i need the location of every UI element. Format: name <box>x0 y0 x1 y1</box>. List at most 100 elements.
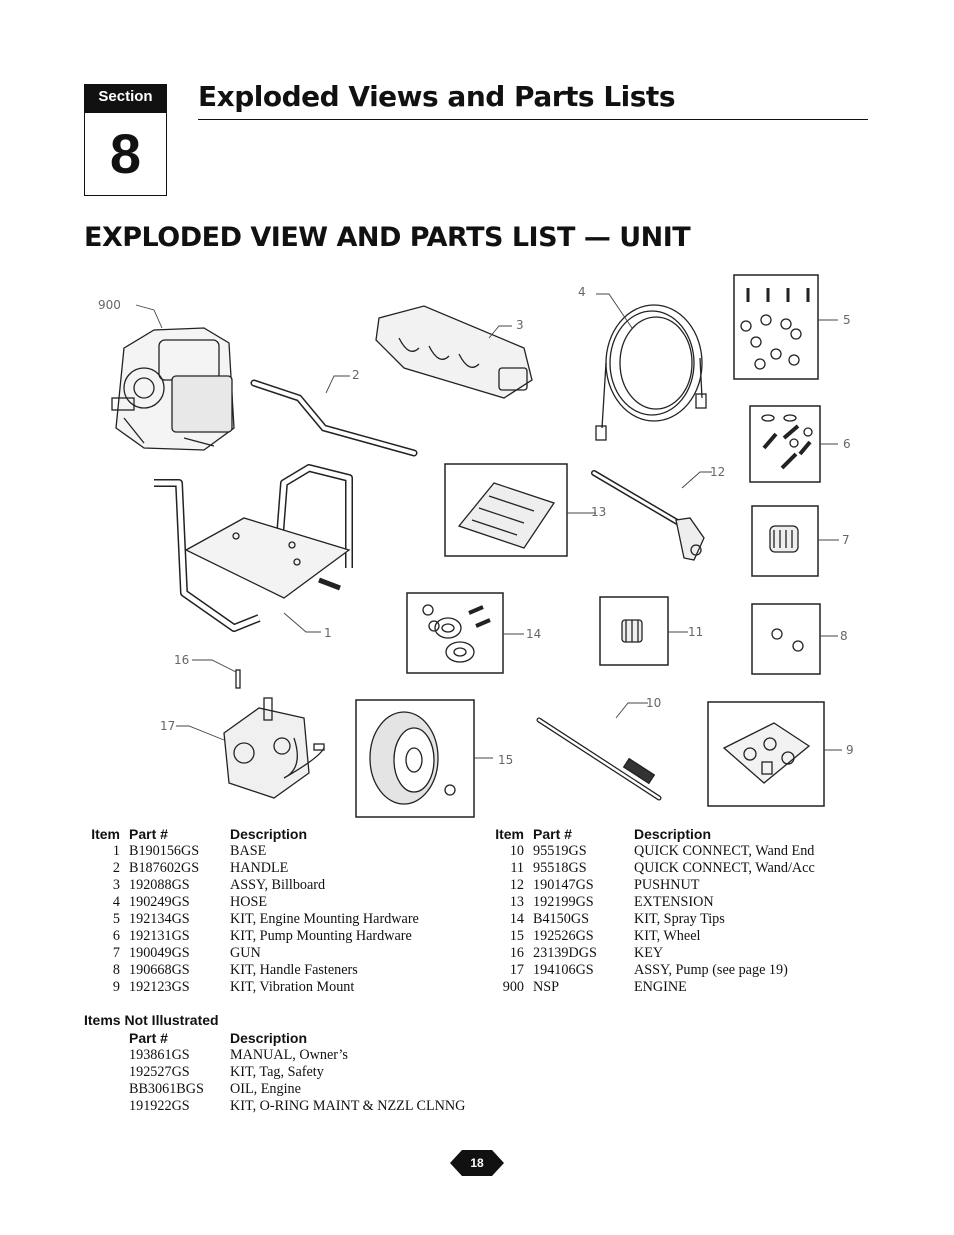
part-description: EXTENSION <box>634 894 714 910</box>
part-description: HANDLE <box>230 860 289 876</box>
part-number: 190049GS <box>129 945 190 961</box>
item-number: 16 <box>509 945 524 961</box>
part-description: KIT, Vibration Mount <box>230 979 355 995</box>
item-number: 900 <box>502 979 524 995</box>
part-number: 190147GS <box>533 877 594 893</box>
pushnut-lance-illustration <box>591 470 705 561</box>
part-description: ENGINE <box>634 979 687 995</box>
callout-8: 8 <box>840 629 848 643</box>
header-description: Description <box>634 826 712 842</box>
extension-illustration <box>457 482 556 549</box>
engine-illustration <box>111 327 235 451</box>
pump-assembly-illustration <box>223 697 325 799</box>
table-row: 2 B187602GS HANDLE <box>84 860 474 877</box>
callout-13: 13 <box>591 505 606 519</box>
item-number: 4 <box>112 894 120 910</box>
page-number-badge <box>450 1150 504 1176</box>
billboard-illustration <box>375 305 533 399</box>
item-number: 15 <box>509 928 524 944</box>
table-row: 900 NSP ENGINE <box>488 979 868 996</box>
parts-table-right: Item Part # Description 10 95519GS QUICK C… <box>488 826 868 996</box>
key-illustration <box>235 669 241 689</box>
item-number: 8 <box>112 962 120 978</box>
item-number: 2 <box>112 860 120 876</box>
part-description: ASSY, Billboard <box>230 877 326 893</box>
item-number: 10 <box>509 843 524 859</box>
part-description: QUICK CONNECT, Wand End <box>634 843 815 859</box>
section-number: 8 <box>84 112 167 196</box>
part-description: GUN <box>230 945 261 961</box>
part-description: KIT, O-RING MAINT & NZZL CLNNG <box>230 1098 466 1114</box>
table-row: 11 95518GS QUICK CONNECT, Wand/Acc <box>488 860 868 877</box>
item-number: 13 <box>509 894 524 910</box>
part-description: KIT, Wheel <box>634 928 701 944</box>
page-subtitle: EXPLODED VIEW AND PARTS LIST — UNIT <box>84 222 691 253</box>
item-number: 7 <box>112 945 120 961</box>
header-description: Description <box>230 1030 308 1046</box>
callout-5: 5 <box>843 313 851 327</box>
callout-12: 12 <box>710 465 725 479</box>
callout-10: 10 <box>646 696 661 710</box>
gun-illustration <box>769 525 799 553</box>
item-number: 11 <box>510 860 524 876</box>
wand-illustration <box>536 717 662 801</box>
header-part: Part # <box>533 826 572 842</box>
table-row: 13 192199GS EXTENSION <box>488 894 868 911</box>
part-number: 194106GS <box>533 962 594 978</box>
section-label: Section <box>84 84 167 112</box>
part-number: NSP <box>533 979 560 995</box>
part-number: 192526GS <box>533 928 594 944</box>
wheel-illustration <box>369 711 456 805</box>
exploded-view-diagram: 900 2 3 4 5 6 7 8 9 10 11 12 13 14 15 16… <box>98 274 854 818</box>
callout-16: 16 <box>174 653 189 667</box>
callout-900: 900 <box>98 298 121 312</box>
callout-11: 11 <box>688 625 703 639</box>
part-number: B190156GS <box>129 843 200 859</box>
part-description: KIT, Handle Fasteners <box>230 962 358 978</box>
part-description: BASE <box>230 843 267 859</box>
handle-illustration <box>250 379 418 457</box>
table-row: 1 B190156GS BASE <box>84 843 474 860</box>
part-number: B187602GS <box>129 860 200 876</box>
item-number: 1 <box>112 843 120 859</box>
part-number: 192123GS <box>129 979 190 995</box>
callout-14: 14 <box>526 627 541 641</box>
part-number: 190668GS <box>129 962 190 978</box>
part-description: QUICK CONNECT, Wand/Acc <box>634 860 815 876</box>
section-title: Exploded Views and Parts Lists <box>198 80 675 113</box>
callout-3: 3 <box>516 318 524 332</box>
part-number: 95519GS <box>533 843 587 859</box>
part-description: MANUAL, Owner’s <box>230 1047 348 1063</box>
item-number: 5 <box>112 911 120 927</box>
table-row: 192527GS KIT, Tag, Safety <box>84 1064 504 1081</box>
callout-17: 17 <box>160 719 175 733</box>
part-number: 192199GS <box>533 894 594 910</box>
part-description: KIT, Tag, Safety <box>230 1064 324 1080</box>
hose-illustration <box>595 304 707 441</box>
table-row: 10 95519GS QUICK CONNECT, Wand End <box>488 843 868 860</box>
part-number: 95518GS <box>533 860 587 876</box>
item-number: 3 <box>112 877 120 893</box>
callout-4: 4 <box>578 285 586 299</box>
header-part: Part # <box>129 826 168 842</box>
part-number: 192527GS <box>129 1064 190 1080</box>
part-number: 192134GS <box>129 911 190 927</box>
part-description: KIT, Engine Mounting Hardware <box>230 911 419 927</box>
page-number: 18 <box>470 1156 484 1170</box>
item-number: 6 <box>112 928 120 944</box>
part-number: 192131GS <box>129 928 190 944</box>
table-header: Item Part # Description <box>488 826 868 843</box>
spray-tips-illustration <box>422 604 491 663</box>
header-part: Part # <box>129 1030 168 1046</box>
callout-1: 1 <box>324 626 332 640</box>
